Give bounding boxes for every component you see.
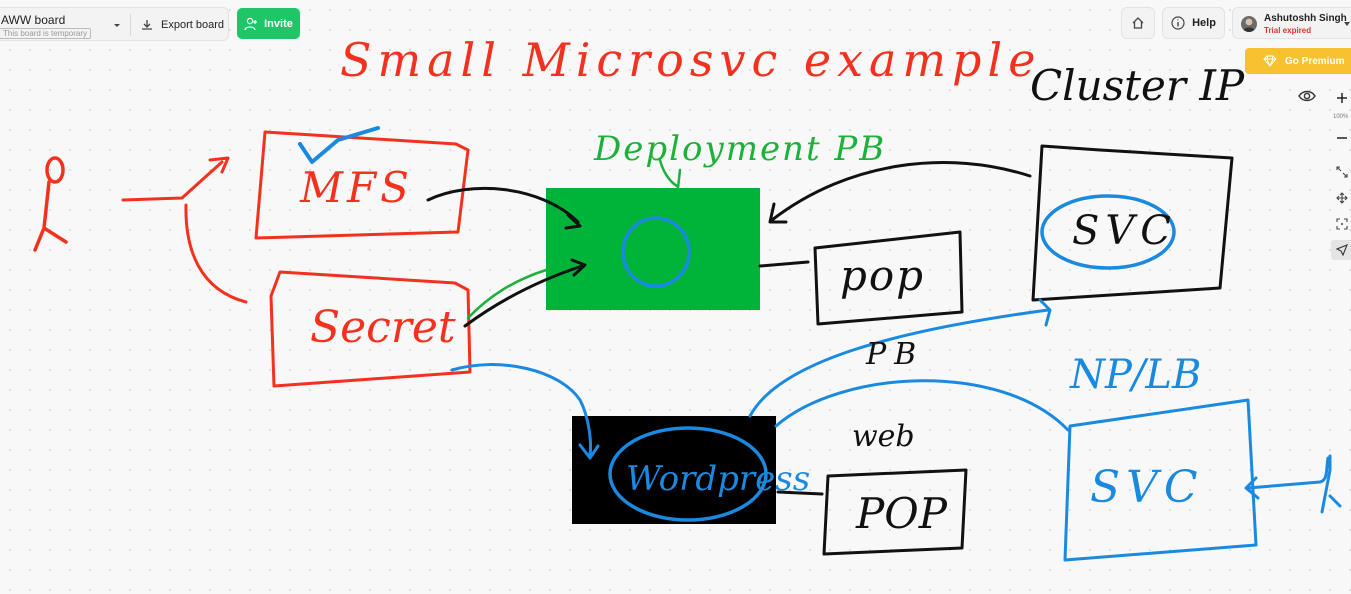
focus-icon — [1336, 218, 1348, 230]
board-menu: AWW board This board is temporary Export… — [0, 7, 229, 41]
external-user-fragment — [1320, 454, 1342, 514]
cluster-ip-label: Cluster IP — [1030, 61, 1245, 110]
plus-icon — [1337, 93, 1347, 103]
flow-arrows-blue[interactable] — [450, 298, 1330, 500]
pan-tool-button[interactable] — [1331, 188, 1351, 208]
home-icon — [1132, 17, 1144, 29]
invite-label: Invite — [264, 17, 293, 30]
user-figure[interactable] — [33, 156, 68, 252]
chevron-down-icon[interactable] — [111, 19, 123, 31]
svc-circle[interactable] — [1040, 194, 1176, 270]
chevron-down-icon — [1344, 22, 1350, 26]
user-menu-button[interactable]: Ashutoshh Singh Trial expired — [1232, 7, 1351, 39]
user-flow-arrows[interactable] — [121, 156, 248, 304]
side-toolbar: 100% — [1331, 84, 1351, 264]
export-board-label: Export board — [161, 19, 224, 31]
pod-label-bottom: POP — [855, 489, 948, 538]
diamond-icon — [1263, 55, 1277, 67]
title-handwriting: Small Microsvc example — [340, 33, 1041, 87]
zoom-out-button[interactable] — [1331, 128, 1351, 148]
pod-box-top[interactable] — [813, 230, 964, 326]
minus-icon — [1337, 137, 1347, 139]
zoom-in-button[interactable] — [1331, 88, 1351, 108]
move-icon — [1336, 192, 1348, 204]
info-icon — [1171, 16, 1185, 30]
user-name: Ashutoshh Singh — [1264, 13, 1347, 24]
zoom-level: 100% — [1333, 114, 1349, 120]
secret-box[interactable] — [269, 270, 472, 388]
board-title-area[interactable]: AWW board This board is temporary — [0, 7, 123, 41]
expand-icon — [1336, 166, 1348, 178]
svc-label-top: SVC — [1072, 208, 1177, 254]
add-user-icon — [244, 17, 258, 30]
wordpress-circle[interactable] — [608, 426, 768, 522]
pod-box-bottom[interactable] — [822, 468, 968, 556]
home-button[interactable] — [1121, 7, 1155, 39]
help-button[interactable]: Help — [1162, 7, 1225, 39]
svc-label-bottom: SVC — [1090, 462, 1204, 513]
export-board-button[interactable]: Export board — [141, 14, 224, 36]
eye-icon[interactable] — [1297, 88, 1317, 104]
config-label: MFS — [299, 163, 413, 212]
user-avatar-icon — [1243, 18, 1255, 32]
fit-screen-button[interactable] — [1331, 162, 1351, 182]
board-name[interactable]: AWW board — [1, 13, 66, 27]
avatar — [1241, 16, 1257, 32]
go-premium-label: Go Premium — [1285, 55, 1345, 67]
flow-arrows-black[interactable] — [426, 161, 1032, 496]
np-lb-label: NP/LB — [1069, 352, 1201, 398]
trial-status: Trial expired — [1264, 26, 1312, 35]
divider — [130, 14, 131, 36]
wordpress-label: Wordpress — [626, 459, 810, 499]
deployment-label: Deployment PB — [593, 129, 886, 169]
select-area-button[interactable] — [1331, 214, 1351, 234]
help-label: Help — [1192, 17, 1216, 29]
pod-label-top: pop — [840, 251, 925, 300]
pointer-tool-button[interactable] — [1331, 240, 1351, 260]
web-label: web — [852, 419, 915, 454]
checkmark — [298, 126, 380, 164]
svc-box-bottom[interactable] — [1063, 398, 1258, 562]
deployment-box[interactable] — [546, 188, 760, 310]
secret-label: Secret — [310, 302, 456, 353]
temporary-board-note[interactable]: This board is temporary — [0, 28, 92, 39]
cursor-icon — [1336, 244, 1348, 256]
go-premium-button[interactable]: Go Premium — [1245, 48, 1351, 74]
pod-circle[interactable] — [621, 216, 691, 288]
green-connectors — [466, 158, 682, 320]
pb-label: PB — [865, 337, 924, 372]
download-icon — [142, 20, 152, 30]
cluster-ip-box[interactable] — [1031, 144, 1234, 302]
invite-button[interactable]: Invite — [237, 8, 300, 39]
